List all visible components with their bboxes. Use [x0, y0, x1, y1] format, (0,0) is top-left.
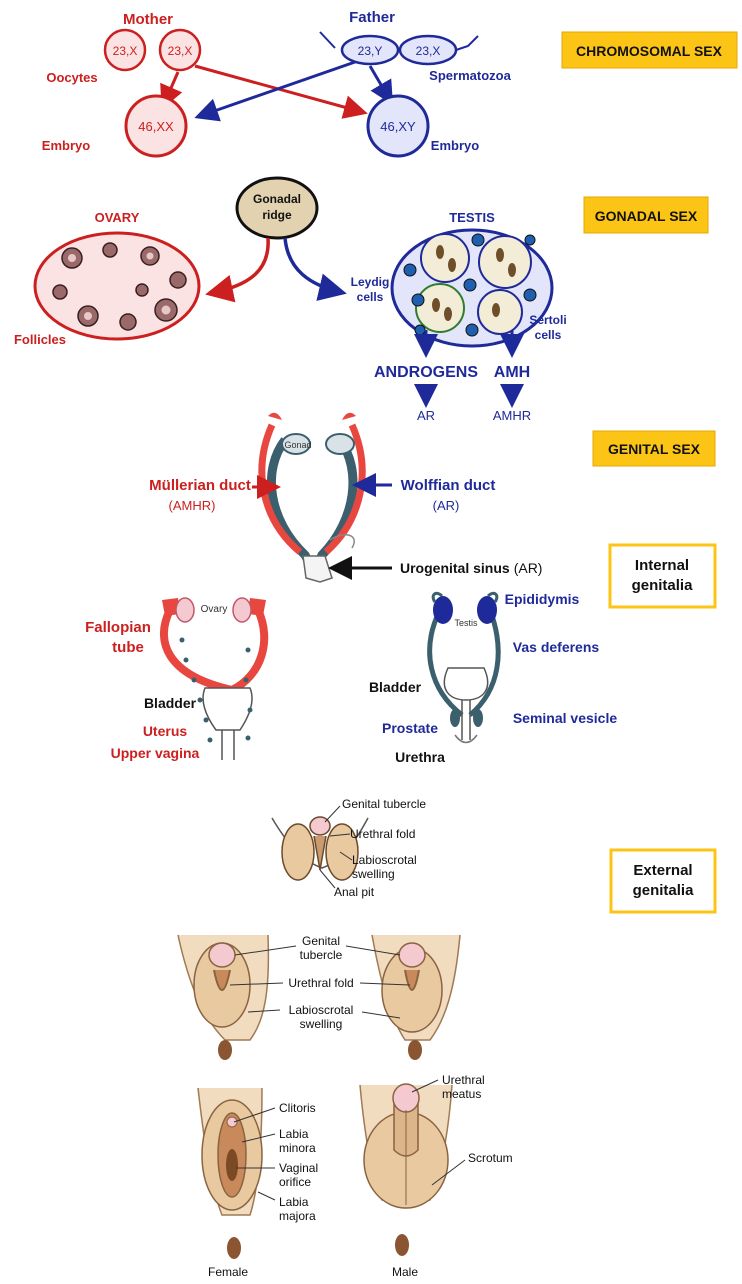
mid-tubercle-line2: tubercle: [300, 948, 343, 962]
leydig-line1: Leydig: [351, 275, 390, 289]
mid-labio-line1: Labioscrotal: [289, 1003, 354, 1017]
fallopian-line2: tube: [112, 639, 144, 656]
ridge-to-ovary-arrow: [212, 238, 268, 293]
ar-label: AR: [417, 408, 435, 423]
ovary-internal-label: Ovary: [201, 604, 228, 615]
ridge-to-testis-arrow: [285, 238, 340, 292]
internal-genitalia-badge: [610, 545, 715, 607]
uterus-label: Uterus: [143, 723, 188, 739]
spermatozoa-label: Spermatozoa: [429, 68, 511, 83]
labia-minora-line1: Labia: [279, 1127, 309, 1141]
vaginal-orifice-line2: orifice: [279, 1175, 311, 1189]
sperm-to-male-embryo-arrow: [370, 66, 390, 100]
scrotum-label: Scrotum: [468, 1151, 513, 1165]
internal-badge-line1: Internal: [635, 557, 689, 574]
urogenital-sinus-label: Urogenital sinus(AR): [400, 560, 542, 576]
sertoli-line2: cells: [535, 328, 562, 342]
seminal-vesicle-label: Seminal vesicle: [513, 710, 618, 726]
oocyte-left-karyotype: 23,X: [113, 44, 138, 58]
vaginal-orifice-line1: Vaginal: [279, 1161, 318, 1175]
anal-pit-label: Anal pit: [334, 885, 375, 899]
male-caption: Male: [392, 1265, 418, 1279]
bladder-male-label: Bladder: [369, 679, 422, 695]
embryo-female-karyotype: 46,XX: [138, 119, 174, 134]
gonadal-ridge-line1: Gonadal: [253, 192, 301, 206]
genital-sex-badge-label: GENITAL SEX: [608, 441, 701, 457]
mid-labio-line2: swelling: [300, 1017, 343, 1031]
father-label: Father: [349, 9, 395, 26]
vas-deferens-label: Vas deferens: [513, 639, 600, 655]
male-internal-drawing: [430, 593, 499, 742]
embryo-male-karyotype: 46,XY: [380, 119, 416, 134]
final-male-drawing: [360, 1084, 452, 1256]
internal-badge-line2: genitalia: [632, 577, 694, 594]
external-genitalia-badge: [611, 850, 715, 912]
sertoli-line1: Sertoli: [529, 313, 566, 327]
middle-stage-male-drawing: [372, 935, 460, 1060]
follicles-label: Follicles: [14, 332, 66, 347]
sperm-right-karyotype: 23,X: [416, 44, 441, 58]
mother-label: Mother: [123, 11, 173, 28]
labioscrotal-label-line2: swelling: [352, 867, 395, 881]
amh-label: AMH: [494, 364, 530, 381]
epididymis-label: Epididymis: [505, 591, 580, 607]
middle-stage-female-drawing: [178, 935, 268, 1060]
leydig-line2: cells: [357, 290, 384, 304]
urethral-meatus-line1: Urethral: [442, 1073, 485, 1087]
sperm-left-karyotype: 23,Y: [358, 44, 383, 58]
gonadal-ridge-line2: ridge: [262, 208, 292, 222]
testis-internal-label: Testis: [454, 618, 478, 628]
urethra-label: Urethra: [395, 749, 445, 765]
chromosomal-sex-badge-label: CHROMOSOMAL SEX: [576, 43, 723, 59]
chromosomal-sex-section: Mother Father 23,X 23,X Oocytes 23,Y 23,…: [42, 9, 737, 156]
urogenital-sinus-receptor: (AR): [514, 560, 543, 576]
sperm-to-female-embryo-arrow: [200, 62, 355, 116]
labia-minora-line2: minora: [279, 1141, 316, 1155]
wolffian-duct-label: Wolffian duct: [401, 477, 496, 494]
urethral-fold-label: Urethral fold: [350, 827, 415, 841]
clitoris-label: Clitoris: [279, 1101, 316, 1115]
fallopian-line1: Fallopian: [85, 619, 151, 636]
bladder-female-label: Bladder: [144, 695, 197, 711]
prostate-label: Prostate: [382, 720, 438, 736]
testis-title: TESTIS: [449, 210, 495, 225]
genital-tubercle-label: Genital tubercle: [342, 797, 426, 811]
ovary-title: OVARY: [95, 210, 140, 225]
upper-vagina-label: Upper vagina: [111, 745, 200, 761]
external-badge-line1: External: [633, 862, 692, 879]
mullerian-duct-receptor: (AMHR): [169, 498, 216, 513]
oocytes-label: Oocytes: [46, 70, 97, 85]
gonadal-sex-badge-label: GONADAL SEX: [595, 208, 698, 224]
mullerian-duct-label: Müllerian duct: [149, 477, 251, 494]
oocyte-right-karyotype: 23,X: [168, 44, 193, 58]
urogenital-sinus-main: Urogenital sinus: [400, 560, 510, 576]
gonad-label: Gonad: [284, 440, 311, 450]
external-genitalia-section: External genitalia Genital tubercle Uret…: [178, 797, 715, 1279]
gonadal-sex-section: Gonadal ridge OVARY Follicles TESTIS: [14, 178, 708, 423]
amhr-label: AMHR: [493, 408, 531, 423]
final-female-drawing: [198, 1088, 262, 1259]
indifferent-ducts: [262, 413, 362, 582]
internal-genitalia-section: Internal genitalia Ovary Fallopian tube …: [85, 545, 715, 765]
wolffian-duct-receptor: (AR): [433, 498, 460, 513]
labioscrotal-label-line1: Labioscrotal: [352, 853, 417, 867]
external-badge-line2: genitalia: [633, 882, 695, 899]
urethral-meatus-line2: meatus: [442, 1087, 481, 1101]
female-caption: Female: [208, 1265, 248, 1279]
androgens-label: ANDROGENS: [374, 364, 478, 381]
embryo-left-label: Embryo: [42, 138, 90, 153]
mid-urethral-fold-label: Urethral fold: [288, 976, 353, 990]
labia-majora-line1: Labia: [279, 1195, 309, 1209]
embryo-right-label: Embryo: [431, 138, 479, 153]
labia-majora-line2: majora: [279, 1209, 316, 1223]
mid-tubercle-line1: Genital: [302, 934, 340, 948]
